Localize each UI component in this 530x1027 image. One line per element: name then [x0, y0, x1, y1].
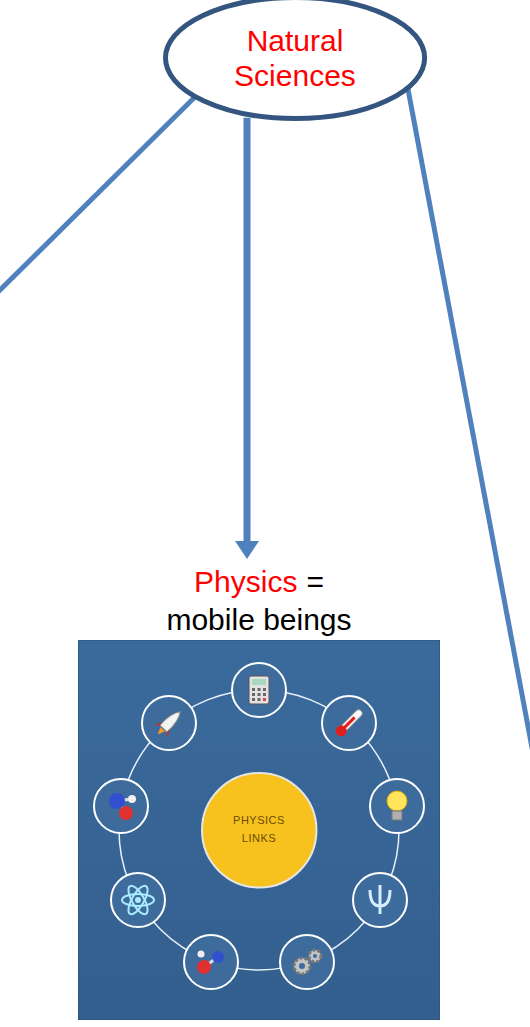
heading-sign: = [306, 565, 324, 598]
psi-icon [353, 873, 407, 927]
bulb-icon [370, 779, 424, 833]
connector-arrow [244, 118, 251, 543]
calculator-icon [232, 663, 286, 717]
image-panel: Physics =mobile beingsPHYSICS LINKS [78, 563, 440, 1020]
molecule-icon [94, 779, 148, 833]
center-circle: PHYSICS LINKS [201, 772, 317, 888]
panel-heading: Physics =mobile beings [78, 563, 440, 640]
panel-ground [78, 640, 440, 1020]
ellipse-outline [165, 0, 424, 119]
ring-line [119, 690, 399, 970]
topic-label: Natural Sciences [210, 24, 380, 93]
gears-icon [280, 935, 334, 989]
topic-ellipse: Natural Sciences [163, 0, 427, 121]
thermometer-icon [322, 696, 376, 750]
circle-disc [202, 773, 316, 887]
icon-ring [94, 663, 424, 989]
branch-line [0, 89, 203, 300]
heading-word: Physics [194, 565, 297, 598]
molecule-icon [184, 935, 238, 989]
heading-text: mobile beings [78, 601, 440, 639]
panel-frame: PHYSICS LINKS [78, 640, 440, 1020]
rocket-icon [142, 696, 196, 750]
center-label: PHYSICS LINKS [226, 812, 292, 847]
atom-icon [111, 873, 165, 927]
text-holder: Natural Sciences [210, 24, 380, 93]
circle-disc [201, 772, 317, 888]
text-holder: PHYSICS LINKS [226, 812, 292, 847]
